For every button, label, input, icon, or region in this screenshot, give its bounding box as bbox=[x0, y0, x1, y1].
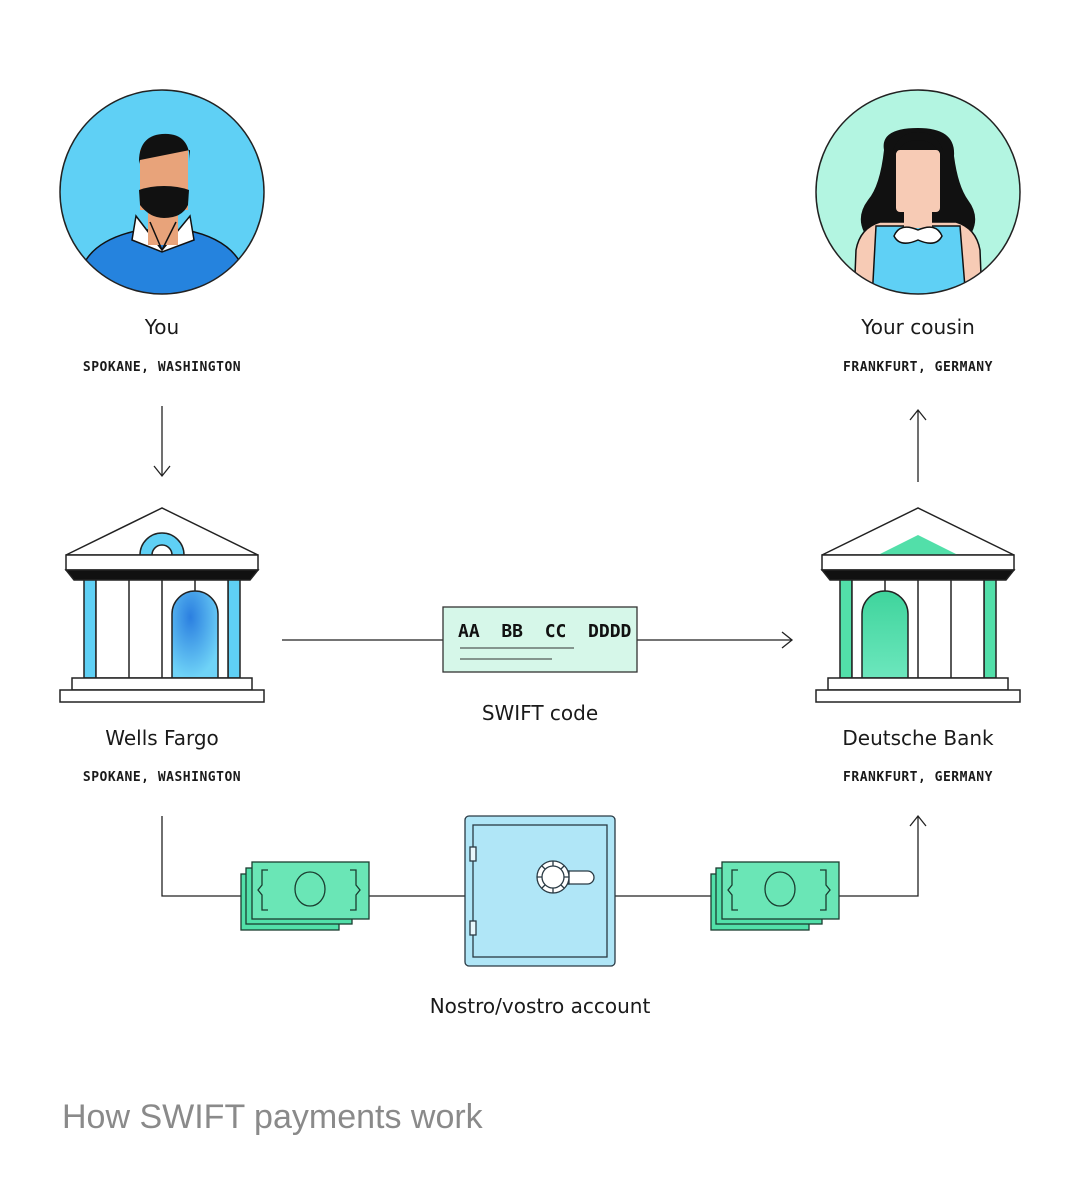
recipient-name: Your cousin bbox=[860, 315, 975, 339]
safe-icon bbox=[464, 815, 616, 967]
money-flow-line bbox=[161, 814, 927, 897]
sender-location: SPOKANE, WASHINGTON bbox=[83, 360, 241, 375]
swift-code-card: AA BB CC DDDD bbox=[442, 606, 638, 673]
account-label: Nostro/vostro account bbox=[430, 994, 651, 1018]
cash-stack-icon-left bbox=[240, 861, 370, 931]
cash-stack-icon-right bbox=[710, 861, 840, 931]
avatar-you bbox=[59, 89, 265, 295]
avatar-cousin bbox=[815, 89, 1021, 295]
bank-building-icon-deutsche-bank bbox=[815, 507, 1021, 703]
sender-bank-name: Wells Fargo bbox=[105, 726, 219, 750]
sender-bank-location: SPOKANE, WASHINGTON bbox=[83, 770, 241, 785]
swift-code-label: SWIFT code bbox=[482, 701, 598, 725]
sender-name: You bbox=[144, 315, 179, 339]
arrow-up-icon bbox=[909, 408, 927, 482]
recipient-bank-name: Deutsche Bank bbox=[842, 726, 994, 750]
arrow-down-icon bbox=[153, 406, 171, 478]
recipient-bank-location: FRANKFURT, GERMANY bbox=[843, 770, 993, 785]
bank-building-icon-wells-fargo bbox=[59, 507, 265, 703]
diagram-title: How SWIFT payments work bbox=[62, 1098, 483, 1136]
swift-flow-line bbox=[282, 631, 794, 649]
recipient-location: FRANKFURT, GERMANY bbox=[843, 360, 993, 375]
swift-code-value: AA BB CC DDDD bbox=[458, 621, 632, 642]
